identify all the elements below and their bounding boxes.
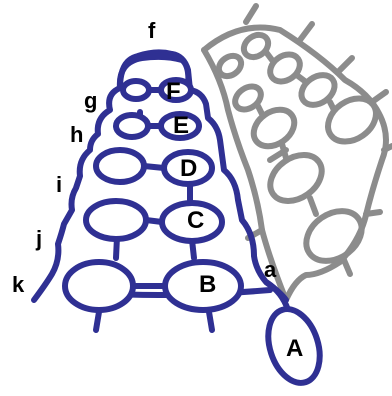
grey-spoke bbox=[243, 3, 259, 25]
grey-ring bbox=[298, 72, 338, 108]
grey-ring bbox=[215, 52, 245, 80]
grey-ring bbox=[325, 95, 379, 145]
blue-left-chain bbox=[31, 85, 123, 303]
grey-inner-edge bbox=[201, 47, 289, 303]
grey-ring bbox=[250, 106, 298, 150]
grey-connector bbox=[279, 141, 289, 161]
grey-outer-edge bbox=[201, 24, 389, 303]
grey-spoke bbox=[341, 257, 353, 277]
ring-a bbox=[265, 306, 323, 386]
grey-ring bbox=[240, 31, 272, 61]
grey-structure bbox=[201, 3, 392, 303]
label-d: D bbox=[180, 155, 197, 182]
grey-connector bbox=[263, 49, 275, 63]
label-f-upper: F bbox=[166, 78, 181, 105]
blue-spoke bbox=[93, 309, 102, 333]
ring-f-left bbox=[120, 78, 152, 102]
grey-connector bbox=[327, 99, 337, 113]
grey-spoke bbox=[335, 55, 355, 75]
label-g: g bbox=[84, 88, 97, 113]
grey-spoke bbox=[297, 21, 315, 43]
blue-connectors bbox=[133, 87, 165, 289]
label-k: k bbox=[12, 272, 25, 297]
labels: A B C D E F a f g h i j k bbox=[12, 18, 303, 362]
grey-spoke bbox=[381, 143, 392, 153]
ring-connector-c bbox=[145, 217, 163, 225]
ring-c-left bbox=[83, 198, 149, 242]
ring-b-left bbox=[62, 259, 136, 313]
ring-connector-d bbox=[143, 163, 165, 171]
grey-ring bbox=[267, 152, 325, 204]
label-c: C bbox=[187, 207, 204, 234]
grey-connector bbox=[307, 195, 319, 217]
label-i: i bbox=[56, 172, 62, 197]
stem-a bbox=[264, 279, 291, 312]
ring-d-left bbox=[93, 147, 147, 185]
grey-ring bbox=[303, 208, 365, 264]
grey-ring bbox=[232, 83, 264, 113]
label-a-upper: A bbox=[286, 335, 303, 362]
grey-spoke bbox=[369, 89, 389, 105]
blue-spoke bbox=[206, 309, 215, 333]
grey-connector bbox=[255, 103, 265, 117]
blue-top-loop bbox=[116, 53, 192, 91]
ring-e-left bbox=[113, 112, 151, 140]
label-a-lower: a bbox=[264, 257, 277, 282]
label-h: h bbox=[70, 122, 83, 147]
grey-ring bbox=[267, 51, 303, 85]
grey-spoke bbox=[363, 209, 383, 217]
label-j: j bbox=[35, 226, 42, 251]
label-b: B bbox=[199, 271, 216, 298]
label-e: E bbox=[173, 112, 189, 139]
label-f-lower: f bbox=[148, 18, 156, 43]
blue-outer-chain bbox=[117, 49, 289, 303]
grey-connector bbox=[295, 73, 309, 85]
